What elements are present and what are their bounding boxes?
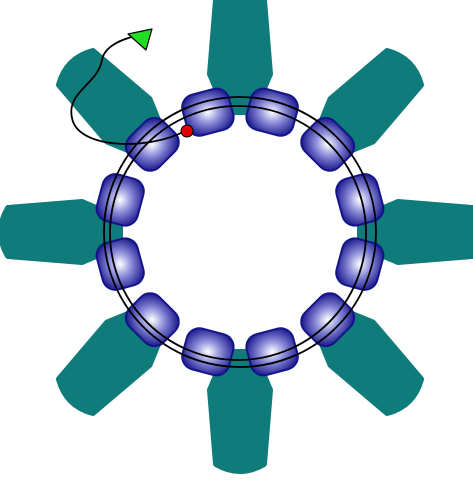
seed-bead: [333, 235, 386, 292]
seed-bead: [333, 171, 386, 228]
seed-bead: [243, 325, 300, 378]
start-dot-icon: [181, 125, 193, 137]
petal-layer: [1, 0, 473, 471]
end-arrow-icon: [128, 29, 152, 50]
seed-bead: [179, 325, 236, 378]
bead-layer: [94, 86, 387, 379]
seed-bead: [94, 171, 147, 228]
seed-bead: [243, 86, 300, 139]
